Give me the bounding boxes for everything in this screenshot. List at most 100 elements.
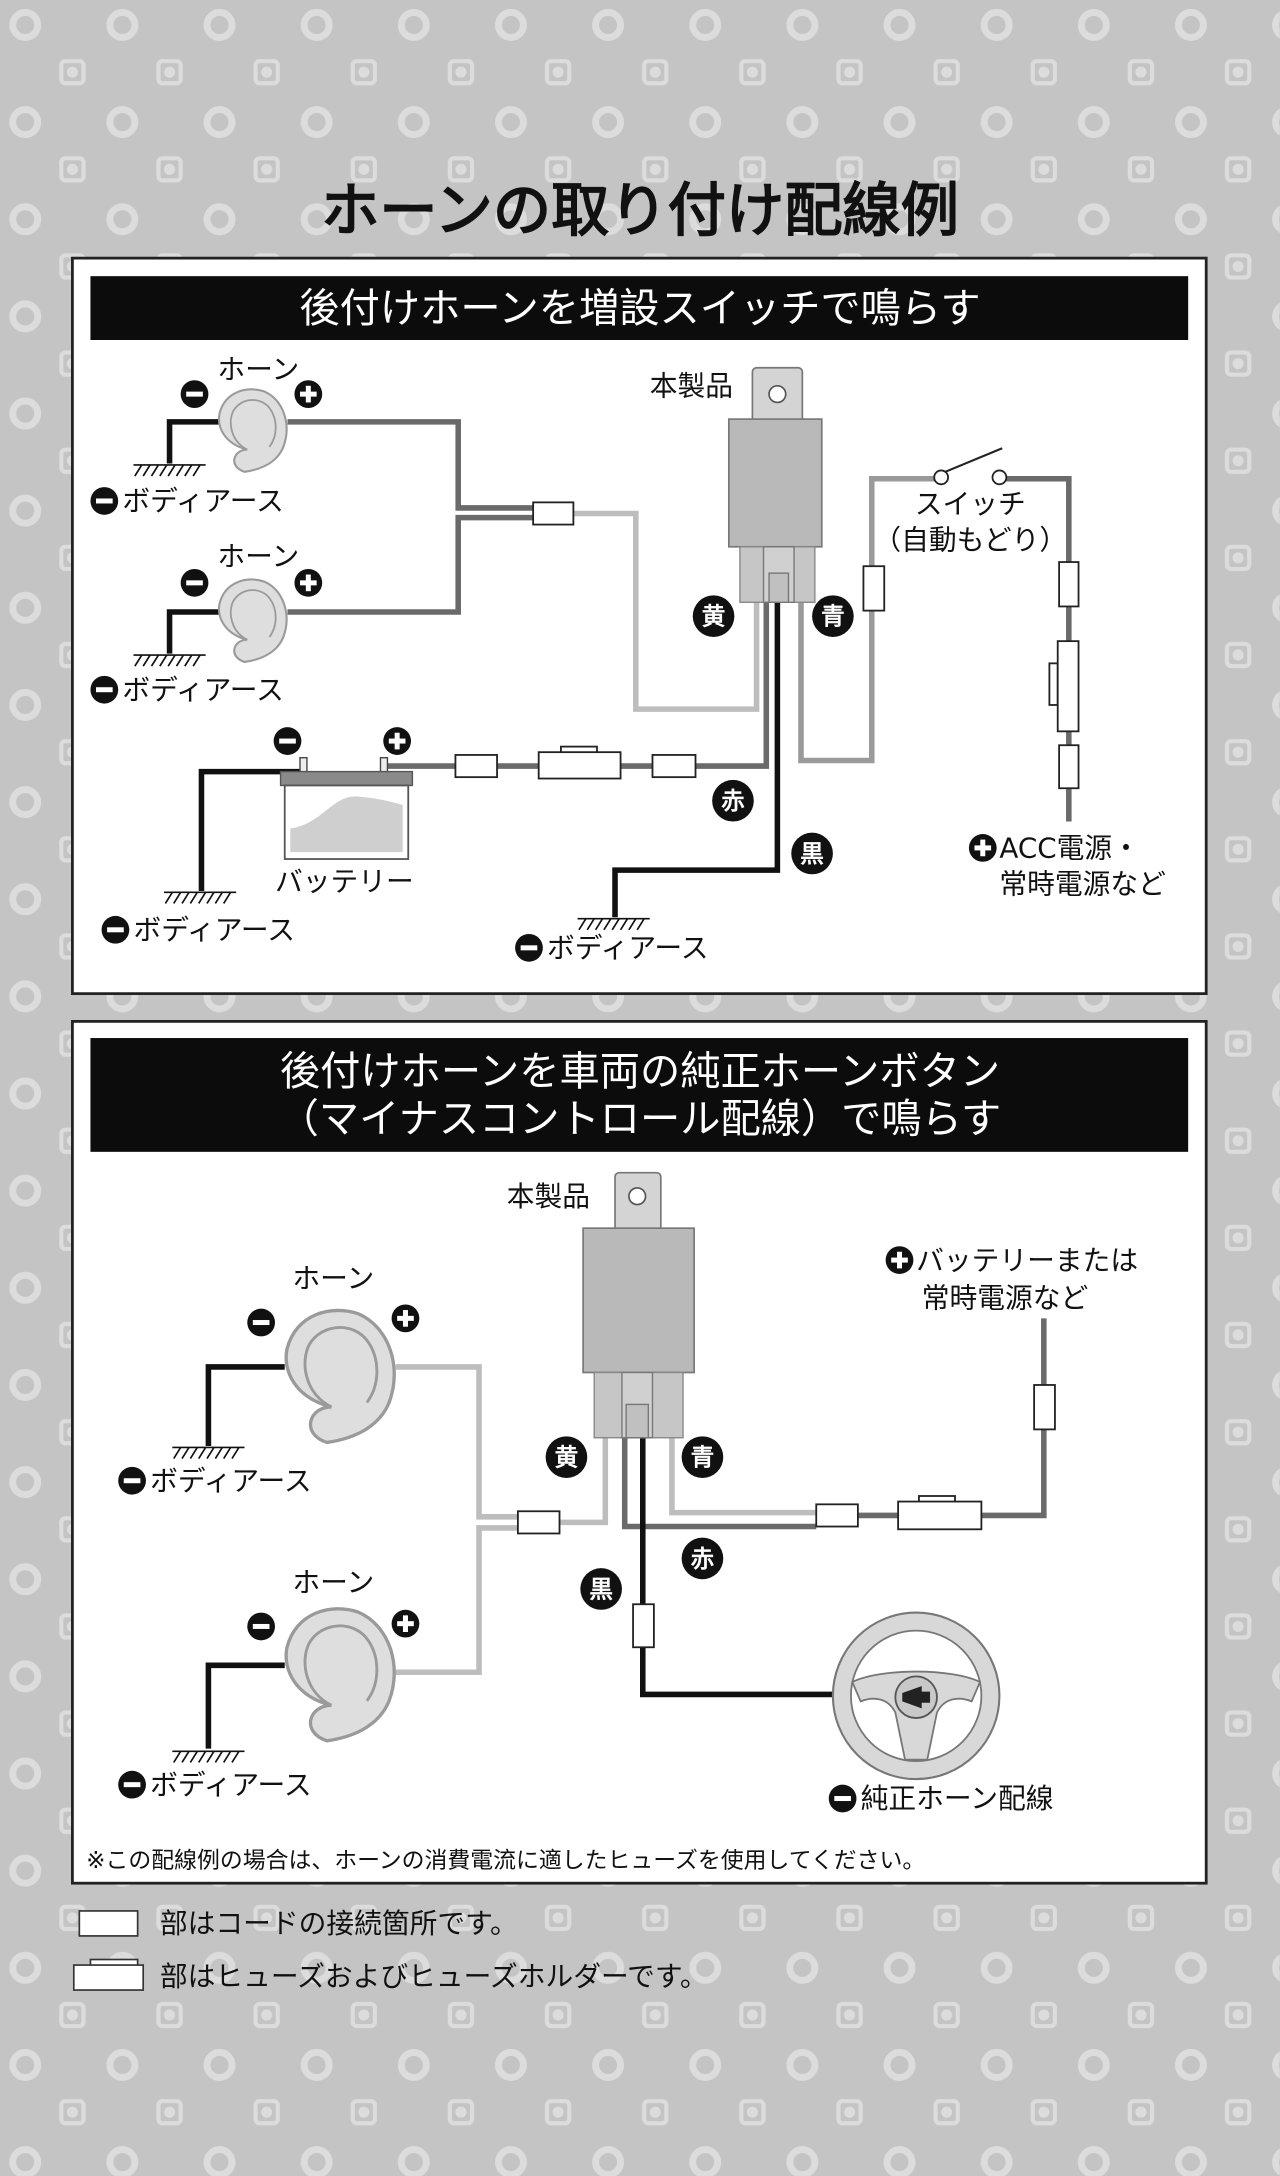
connector	[815, 1503, 859, 1528]
fuse-note: ※この配線例の場合は、ホーンの消費電流に適したヒューズを使用してください。	[86, 1848, 925, 1874]
panel1-header-bar	[90, 276, 1189, 340]
product-label: 本製品	[507, 1180, 590, 1213]
svg-text:赤: 赤	[691, 1545, 715, 1573]
battery-label-line2: 常時電源など	[922, 1281, 1089, 1314]
red-wire	[621, 1437, 817, 1530]
body-earth-label: ボディアース	[122, 485, 284, 518]
acc-label-line2: 常時電源など	[999, 868, 1166, 901]
minus-icon	[118, 1466, 146, 1495]
minus-icon	[180, 568, 209, 597]
horn2-positive-wire	[287, 514, 534, 615]
minus-icon	[101, 915, 130, 944]
body-earth-label: ボディアース	[150, 1768, 312, 1801]
badge-black: 黒	[791, 832, 833, 875]
svg-text:青: 青	[821, 602, 845, 630]
battery-label: バッテリー	[275, 865, 414, 898]
connector	[862, 565, 886, 612]
horn1-label: ホーン	[292, 1262, 374, 1295]
svg-text:黄: 黄	[555, 1443, 579, 1471]
minus-icon	[90, 675, 119, 704]
red-wire	[386, 599, 770, 769]
plus-icon	[391, 1609, 420, 1638]
badge-red: 赤	[681, 1537, 724, 1580]
connector	[516, 1510, 561, 1535]
connector	[454, 754, 498, 779]
horn2-ground-wire	[205, 1662, 285, 1749]
svg-text:黄: 黄	[702, 602, 726, 630]
connector	[1058, 561, 1080, 608]
stock-horn-label: 純正ホーン配線	[861, 1782, 1054, 1815]
badge-yellow: 黄	[545, 1436, 588, 1478]
minus-icon	[273, 727, 302, 755]
panel1-header: 後付けホーンを増設スイッチで鳴らす	[299, 286, 980, 332]
legend-connector-swatch	[78, 1910, 139, 1937]
connector	[1058, 744, 1080, 790]
connector	[632, 1603, 655, 1649]
steering-wheel-icon	[831, 1611, 1001, 1781]
legend: 部はコードの接続箇所です。 部はヒューズおよびヒューズホルダーです。	[72, 1907, 708, 1993]
plus-icon	[294, 568, 323, 597]
legend-fuse-text: 部はヒューズおよびヒューズホルダーです。	[160, 1960, 708, 1993]
black-wire	[612, 599, 781, 918]
switch-icon	[933, 447, 1008, 486]
minus-icon	[828, 1784, 857, 1813]
svg-text:赤: 赤	[721, 787, 745, 815]
plus-icon	[294, 380, 323, 408]
horn2-positive-wire	[395, 1525, 518, 1676]
page-title: ホーンの取り付け配線例	[321, 176, 959, 244]
blue-wire	[798, 476, 936, 764]
badge-black: 黒	[580, 1568, 622, 1610]
horn1-positive-wire	[395, 1364, 518, 1520]
horn1-ground-wire	[166, 419, 220, 464]
fuse-holder	[897, 1495, 983, 1531]
panel-stock-horn-button: 後付けホーンを車両の純正ホーンボタン （マイナスコントロール配線）で鳴らす ホー…	[71, 1019, 1208, 1885]
badge-blue: 青	[681, 1436, 724, 1478]
svg-text:黒: 黒	[800, 840, 824, 868]
panel-extra-switch: 後付けホーンを増設スイッチで鳴らす ホーン ホーン ボディアース ボディアース …	[71, 256, 1208, 996]
panel2-header-bar	[90, 1038, 1189, 1152]
minus-icon	[180, 380, 209, 408]
minus-icon	[118, 1770, 146, 1799]
panel2-header-line1: 後付けホーンを車両の純正ホーンボタン	[280, 1049, 1000, 1095]
battery-ground-wire	[198, 768, 306, 891]
body-earth-label: ボディアース	[122, 673, 284, 706]
badge-red: 赤	[712, 779, 754, 822]
plus-icon	[383, 727, 412, 755]
svg-text:黒: 黒	[589, 1575, 613, 1603]
fuse-holder	[1048, 640, 1080, 733]
body-earth-label: ボディアース	[150, 1464, 312, 1497]
battery-icon	[279, 757, 414, 860]
fuse-holder	[537, 745, 622, 780]
connector	[651, 754, 697, 779]
horn1-positive-wire	[287, 419, 534, 511]
product-label: 本製品	[650, 370, 733, 403]
plus-icon	[968, 834, 997, 862]
acc-label-line1: ACC電源・	[999, 832, 1140, 865]
badge-yellow: 黄	[692, 595, 735, 637]
minus-icon	[247, 1612, 276, 1641]
horn2-label: ホーン	[217, 540, 299, 573]
horn1-label: ホーン	[217, 353, 299, 386]
yellow-wire	[559, 1437, 609, 1526]
switch-label: スイッチ	[915, 487, 1026, 520]
black-wire	[640, 1437, 836, 1698]
horn2-ground-wire	[166, 609, 220, 654]
blue-wire	[669, 1437, 817, 1516]
switch-note: （自動もどり）	[873, 524, 1067, 557]
connector	[532, 501, 575, 526]
minus-icon	[90, 487, 119, 515]
legend-fuse-swatch	[72, 1958, 145, 1991]
horn1-ground-wire	[205, 1364, 285, 1447]
plus-icon	[391, 1304, 420, 1333]
relay-product	[582, 1171, 695, 1439]
relay-product	[727, 366, 823, 603]
body-earth-label: ボディアース	[133, 914, 295, 947]
battery-label-line1: バッテリーまたは	[916, 1244, 1138, 1277]
minus-icon	[515, 933, 543, 962]
minus-icon	[247, 1308, 276, 1337]
badge-blue: 青	[812, 595, 854, 637]
plus-icon	[885, 1246, 914, 1274]
connector	[1033, 1384, 1056, 1431]
yellow-wire	[573, 510, 760, 712]
